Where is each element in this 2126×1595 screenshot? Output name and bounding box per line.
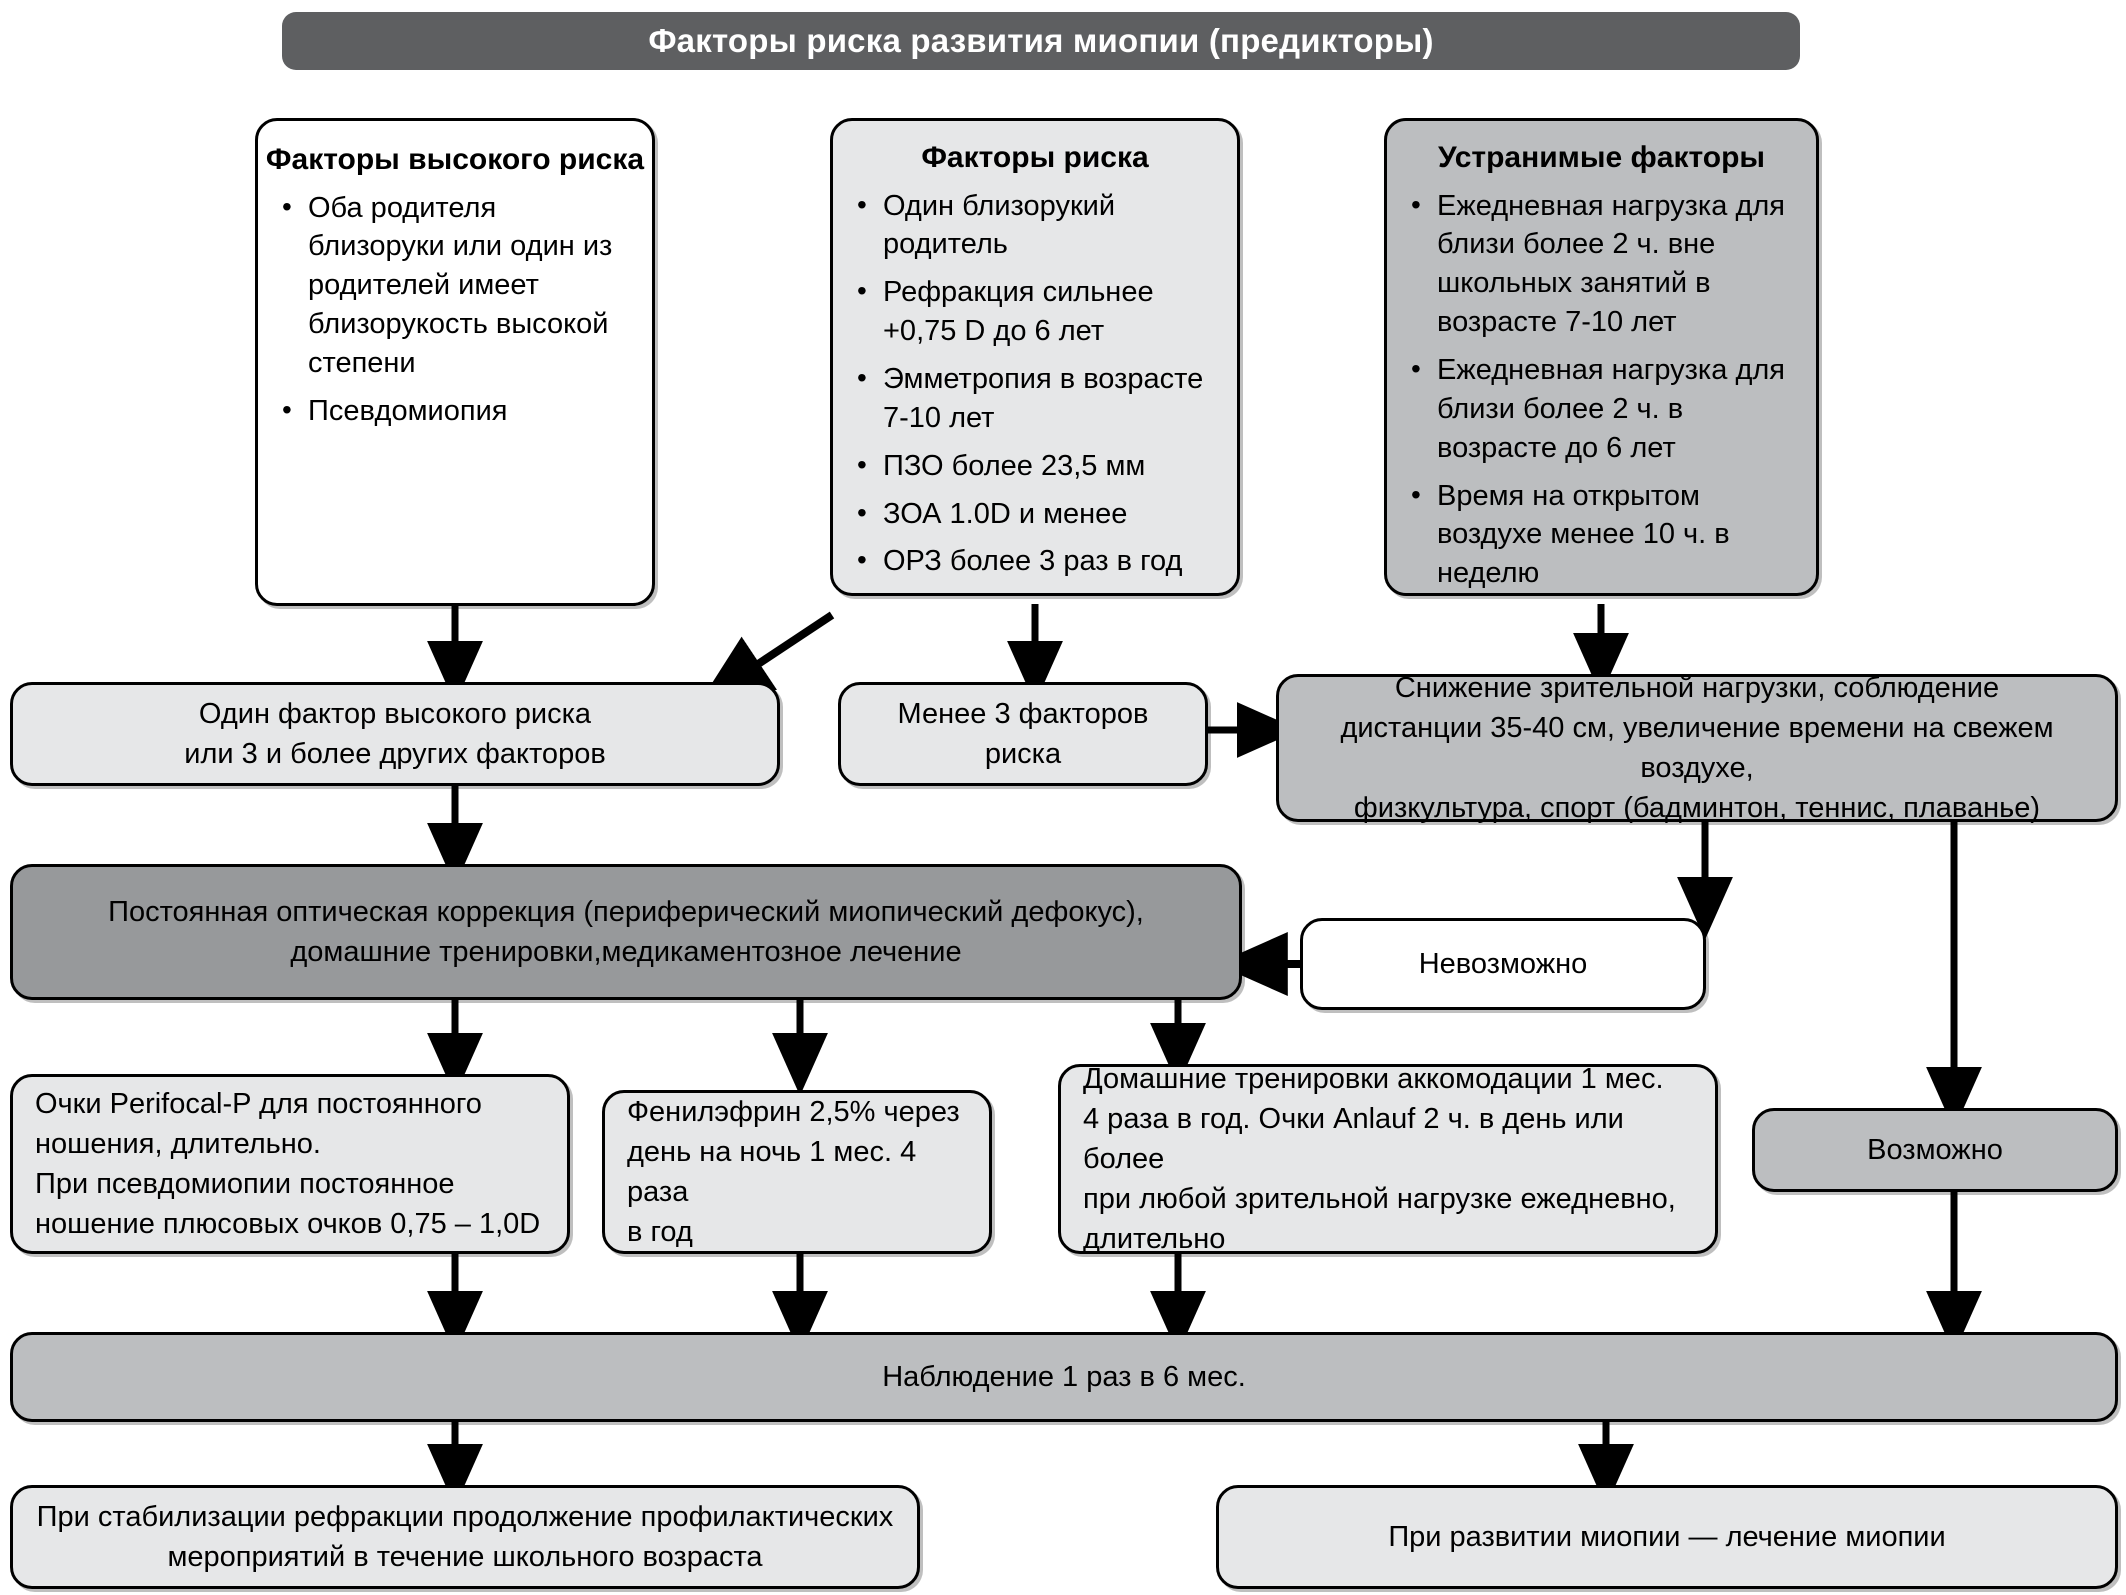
risk-bullet-list: Один близорукий родитель Рефракция сильн… xyxy=(853,186,1217,582)
card-modifiable-title: Устранимые факторы xyxy=(1437,141,1766,174)
node-stabilization-outcome-text: При стабилизации рефракции продолжение п… xyxy=(36,1500,894,1573)
node-phenylephrine-text: Фенилэфрин 2,5% через день на ночь 1 мес… xyxy=(627,1095,960,1249)
node-perifocal-glasses[interactable]: Очки Perifocal-P для постоянного ношения… xyxy=(10,1074,570,1254)
list-item: Псевдомиопия xyxy=(278,391,632,431)
list-item: Оба родителя близоруки или один из родит… xyxy=(278,188,632,383)
modifiable-bullet-list: Ежедневная нагрузка для близи более 2 ч.… xyxy=(1407,186,1796,594)
node-reduce-visual-load-text: Снижение зрительной нагрузки, соблюдение… xyxy=(1340,671,2054,825)
node-myopia-treatment-outcome-text: При развитии миопии — лечение миопии xyxy=(1388,1520,1946,1553)
list-item: Эмметропия в возрасте 7-10 лет xyxy=(853,359,1217,438)
high-risk-bullet-list: Оба родителя близоруки или один из родит… xyxy=(278,188,632,431)
connector-risk-to-onefactor xyxy=(699,611,835,704)
node-perifocal-glasses-text: Очки Perifocal-P для постоянного ношения… xyxy=(35,1087,541,1241)
node-optical-correction-text: Постоянная оптическая коррекция (перифер… xyxy=(108,895,1144,968)
card-risk-factors[interactable]: Факторы риска Один близорукий родитель Р… xyxy=(830,118,1240,596)
node-possible-text: Возможно xyxy=(1867,1133,2003,1166)
node-impossible-text: Невозможно xyxy=(1418,947,1588,980)
list-item: Время на открытом воздухе менее 10 ч. в … xyxy=(1407,476,1796,594)
node-less-than-three-factors-text: Менее 3 факторов риска xyxy=(897,697,1149,770)
node-possible[interactable]: Возможно xyxy=(1752,1108,2118,1192)
node-stabilization-outcome[interactable]: При стабилизации рефракции продолжение п… xyxy=(10,1485,920,1589)
node-myopia-treatment-outcome[interactable]: При развитии миопии — лечение миопии xyxy=(1216,1485,2118,1589)
list-item: Ежедневная нагрузка для близи более 2 ч.… xyxy=(1407,350,1796,468)
diagram-title-bar: Факторы риска развития миопии (предиктор… xyxy=(282,12,1800,70)
node-observation-text: Наблюдение 1 раз в 6 мес. xyxy=(882,1360,1246,1393)
diagram-title: Факторы риска развития миопии (предиктор… xyxy=(648,22,1434,59)
node-less-than-three-factors[interactable]: Менее 3 факторов риска xyxy=(838,682,1208,786)
node-impossible[interactable]: Невозможно xyxy=(1300,918,1706,1010)
list-item: ПЗО более 23,5 мм xyxy=(853,446,1217,486)
list-item: Один близорукий родитель xyxy=(853,186,1217,265)
node-one-high-risk-factor-text: Один фактор высокого риска или 3 и более… xyxy=(184,697,606,770)
card-high-risk-body: Оба родителя близоруки или один из родит… xyxy=(258,188,652,431)
list-item: ОРЗ более 3 раз в год xyxy=(853,541,1217,581)
card-modifiable-factors[interactable]: Устранимые факторы Ежедневная нагрузка д… xyxy=(1384,118,1819,596)
node-optical-correction[interactable]: Постоянная оптическая коррекция (перифер… xyxy=(10,864,1242,1000)
list-item: Ежедневная нагрузка для близи более 2 ч.… xyxy=(1407,186,1796,342)
node-one-high-risk-factor[interactable]: Один фактор высокого риска или 3 и более… xyxy=(10,682,780,786)
list-item: ЗОА 1.0D и менее xyxy=(853,494,1217,534)
list-item: Рефракция сильнее +0,75 D до 6 лет xyxy=(853,272,1217,351)
card-risk-body: Один близорукий родитель Рефракция сильн… xyxy=(833,186,1237,582)
card-high-risk-factors[interactable]: Факторы высокого риска Оба родителя близ… xyxy=(255,118,655,606)
node-reduce-visual-load[interactable]: Снижение зрительной нагрузки, соблюдение… xyxy=(1276,672,2118,824)
card-modifiable-body: Ежедневная нагрузка для близи более 2 ч.… xyxy=(1387,186,1816,594)
card-high-risk-title: Факторы высокого риска xyxy=(265,143,645,176)
node-observation[interactable]: Наблюдение 1 раз в 6 мес. xyxy=(10,1332,2118,1422)
node-home-training-text: Домашние тренировки аккомодации 1 мес. 4… xyxy=(1083,1062,1676,1256)
node-home-training[interactable]: Домашние тренировки аккомодации 1 мес. 4… xyxy=(1058,1063,1718,1255)
card-risk-title: Факторы риска xyxy=(921,141,1149,174)
node-phenylephrine[interactable]: Фенилэфрин 2,5% через день на ночь 1 мес… xyxy=(602,1090,992,1254)
